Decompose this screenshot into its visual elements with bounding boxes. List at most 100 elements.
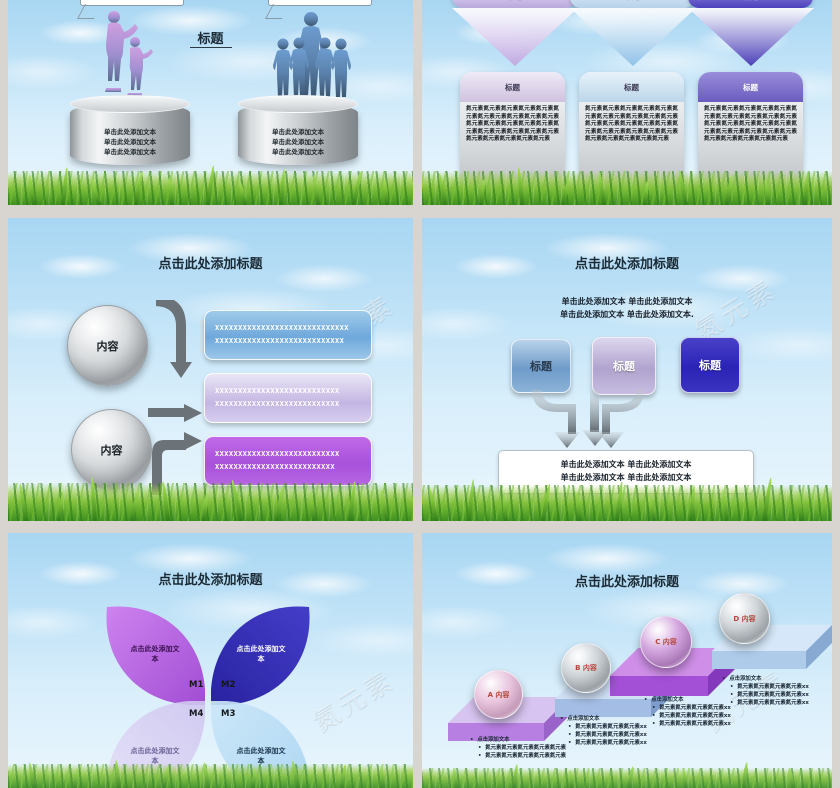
funnel-pill-2[interactable]: 标题 xyxy=(570,0,695,8)
slide-people-pillars[interactable]: 标题 xyxy=(8,0,413,205)
slide-funnel-cards[interactable]: 标题 标题 标题 标题 氮元素氮元素氮元素氮元素 xyxy=(422,0,832,205)
merge-arrows xyxy=(532,390,644,448)
funnel-card-2[interactable]: 标题 氮元素氮元素氮元素氮元素氮元素氮元素氮元素元素氮元素氮元素氮元素氮元素氮元… xyxy=(579,72,684,197)
info-bar-2-line-2: XXXXXXXXXXXXXXXXXXXXXXXXXXX xyxy=(215,400,340,408)
category-square-2[interactable]: 标题 xyxy=(592,337,656,395)
petal-marker-m1: M1 xyxy=(189,680,204,690)
silhouette-woman-and-child xyxy=(105,11,153,96)
pillar-right[interactable]: 单击此处添加文本 单击此处添加文本 单击此处添加文本 xyxy=(238,95,358,165)
pillar-left-line-3: 单击此处添加文本 xyxy=(104,147,156,156)
slide4-intro-line-1: 单击此处添加文本 单击此处添加文本 xyxy=(561,297,693,306)
category-square-3-label: 标题 xyxy=(699,359,721,372)
grass-strip xyxy=(422,761,832,788)
svg-text:点击此处添加文: 点击此处添加文 xyxy=(237,746,287,755)
step-d-sub-1: • 氮元素氮元素氮元素氮元素xx xyxy=(730,684,809,691)
slide5-title: 点击此处添加标题 xyxy=(158,573,263,588)
pillar-left-line-2: 单击此处添加文本 xyxy=(104,137,156,146)
result-box[interactable]: 单击此处添加文本 单击此处添加文本 单击此处添加文本 单击此处添加文本 xyxy=(498,450,754,494)
step-c-bullet: • 点击添加文本 xyxy=(644,697,684,703)
step-c-sub-3: • 氮元素氮元素氮元素氮元素xx xyxy=(652,721,731,728)
petal-marker-m2: M2 xyxy=(221,680,236,690)
step-bullets-c: • 点击添加文本 • 氮元素氮元素氮元素氮元素xx • 氮元素氮元素氮元素氮元素… xyxy=(644,696,744,728)
pillar-left[interactable]: 单击此处添加文本 单击此处添加文本 单击此处添加文本 xyxy=(70,95,190,165)
pillar-right-line-1: 单击此处添加文本 xyxy=(272,127,324,136)
info-bar-1[interactable]: XXXXXXXXXXXXXXXXXXXXXXXXXXXXX XXXXXXXXXX… xyxy=(204,310,372,360)
step-ball-c-label: C 内容 xyxy=(655,638,677,646)
funnel-card-3-head: 标题 xyxy=(698,72,803,102)
step-a-bullet: • 点击添加文本 xyxy=(470,737,510,743)
svg-text:点击此处添加文: 点击此处添加文 xyxy=(131,644,181,653)
pillar-right-text: 单击此处添加文本 单击此处添加文本 单击此处添加文本 xyxy=(238,127,358,157)
speech-bubble-right xyxy=(268,0,372,6)
funnel-triangle-2 xyxy=(570,8,696,66)
petal-marker-m3: M3 xyxy=(221,709,236,719)
funnel-card-1-head-label: 标题 xyxy=(505,82,520,92)
slide1-title: 标题 xyxy=(197,32,224,47)
speech-bubble-left xyxy=(80,0,184,6)
step-d-sub-2: • 氮元素氮元素氮元素氮元素xx xyxy=(730,692,809,699)
info-bar-3-line-1: XXXXXXXXXXXXXXXXXXXXXXXXXXX xyxy=(215,449,340,458)
step-ball-d[interactable]: D 内容 xyxy=(719,593,770,644)
step-bullets-b: • 点击添加文本 • 氮元素氮元素氮元素氮元素xx • 氮元素氮元素氮元素氮元素… xyxy=(560,715,660,747)
funnel-pill-3[interactable]: 标题 xyxy=(688,0,813,8)
step-b-sub-2: • 氮元素氮元素氮元素氮元素xx xyxy=(568,732,647,739)
funnel-card-2-body: 氮元素氮元素氮元素氮元素氮元素氮元素氮元素元素氮元素氮元素氮元素氮元素氮元素氮元… xyxy=(585,106,678,143)
watermark: 氮元素 xyxy=(308,665,401,739)
pillar-left-top xyxy=(70,95,190,113)
category-square-3[interactable]: 标题 xyxy=(680,337,740,393)
step-c-sub-1: • 氮元素氮元素氮元素氮元素xx xyxy=(652,705,731,712)
info-bar-1-line-2: XXXXXXXXXXXXXXXXXXXXXXXXXXXX xyxy=(215,337,345,345)
pillar-right-line-2: 单击此处添加文本 xyxy=(272,137,324,146)
petal-m2[interactable]: 点击此处添加文 本 xyxy=(211,605,311,705)
step-a-sub-1: • 氮元素氮元素氮元素氮元素氮元素 xyxy=(478,745,567,752)
category-square-1[interactable]: 标题 xyxy=(511,339,571,393)
speech-bubble-left-tail xyxy=(77,4,102,19)
info-bar-1-line-1: XXXXXXXXXXXXXXXXXXXXXXXXXXXXX xyxy=(215,323,349,332)
step-ball-d-label: D 内容 xyxy=(733,614,756,623)
slide4-intro-line-2: 单击此处添加文本 单击此处添加文本. xyxy=(560,310,694,319)
step-ball-a-label: A 内容 xyxy=(487,690,510,699)
result-line-1: 单击此处添加文本 单击此处添加文本 xyxy=(560,460,692,470)
svg-text:点击此处添加文: 点击此处添加文 xyxy=(237,644,287,653)
svg-text:本: 本 xyxy=(257,654,265,663)
info-bar-3[interactable]: XXXXXXXXXXXXXXXXXXXXXXXXXXX XXXXXXXXXXXX… xyxy=(204,436,372,486)
pillar-left-text: 单击此处添加文本 单击此处添加文本 单击此处添加文本 xyxy=(70,127,190,157)
funnel-card-3-body: 氮元素氮元素氮元素氮元素氮元素氮元素氮元素元素氮元素氮元素氮元素氮元素氮元素氮元… xyxy=(704,106,797,143)
funnel-card-1[interactable]: 标题 氮元素氮元素氮元素氮元素氮元素氮元素氮元素元素氮元素氮元素氮元素氮元素氮元… xyxy=(460,72,565,197)
step-ball-a[interactable]: A 内容 xyxy=(474,670,523,719)
silhouette-team-group xyxy=(273,12,351,97)
slide-three-squares[interactable]: 氮元素 点击此处添加标题 单击此处添加文本 单击此处添加文本 单击此处添加文本 … xyxy=(422,218,832,521)
funnel-pill-3-label: 标题 xyxy=(744,0,758,2)
slide-staircase-steps[interactable]: 氮元素 点击此处添加标题 A 内容 B 内容 xyxy=(422,533,832,788)
funnel-pill-2-label: 标题 xyxy=(626,0,640,2)
step-ball-c[interactable]: C 内容 xyxy=(640,616,692,668)
grass-strip xyxy=(8,165,413,205)
slide-balls-to-bars[interactable]: 氮元素 点击此处添加标题 内容 内容 XXXXXXXXXXXXXXXXXXXXX… xyxy=(8,218,413,521)
grass-strip xyxy=(8,476,413,521)
funnel-pill-1[interactable]: 标题 xyxy=(452,0,577,8)
content-ball-2[interactable]: 内容 xyxy=(71,409,152,490)
speech-bubble-right-tail xyxy=(265,4,290,19)
step-ball-b-label: B 内容 xyxy=(575,664,597,672)
step-ball-b[interactable]: B 内容 xyxy=(561,643,611,693)
content-ball-1[interactable]: 内容 xyxy=(67,305,148,386)
funnel-card-3-head-label: 标题 xyxy=(743,82,758,92)
connector-arrows xyxy=(148,300,202,495)
category-square-1-label: 标题 xyxy=(530,360,552,373)
petal-marker-m4: M4 xyxy=(189,709,204,719)
funnel-card-1-body: 氮元素氮元素氮元素氮元素氮元素氮元素氮元素元素氮元素氮元素氮元素氮元素氮元素氮元… xyxy=(466,106,559,143)
slide4-title: 点击此处添加标题 xyxy=(574,257,679,272)
petal-m1[interactable]: 点击此处添加文 本 xyxy=(105,605,205,705)
pillar-right-line-3: 单击此处添加文本 xyxy=(272,147,324,156)
funnel-card-1-head: 标题 xyxy=(460,72,565,102)
funnel-card-3[interactable]: 标题 氮元素氮元素氮元素氮元素氮元素氮元素氮元素元素氮元素氮元素氮元素氮元素氮元… xyxy=(698,72,803,197)
info-bar-3-line-2: XXXXXXXXXXXXXXXXXXXXXXXXXX xyxy=(215,463,335,471)
funnel-pill-1-label: 标题 xyxy=(508,0,522,2)
step-bullets-a: • 点击添加文本 • 氮元素氮元素氮元素氮元素氮元素 • 氮元素氮元素氮元素氮元… xyxy=(470,736,570,760)
info-bar-2[interactable]: XXXXXXXXXXXXXXXXXXXXXXXXXXX XXXXXXXXXXXX… xyxy=(204,373,372,423)
slide-four-petals[interactable]: 氮元素 点击此处添加标题 点击此处添加文 本 点击此处添加文 本 点击此处添加文… xyxy=(8,533,413,788)
pillar-left-line-1: 单击此处添加文本 xyxy=(104,127,156,136)
svg-text:本: 本 xyxy=(257,756,265,765)
step-d-bullet: • 点击添加文本 xyxy=(722,676,762,682)
info-bar-2-line-1: XXXXXXXXXXXXXXXXXXXXXXXXXXX xyxy=(215,386,340,395)
